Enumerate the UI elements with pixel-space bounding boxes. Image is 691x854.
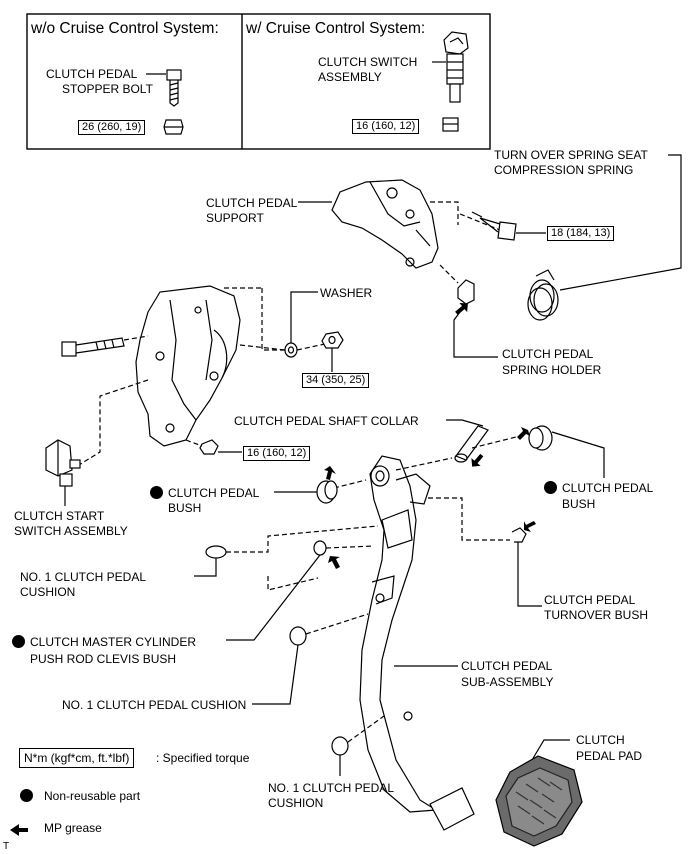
label-bush-left-1: CLUTCH PEDAL [168,486,260,500]
label-pedal-support-1: CLUTCH PEDAL [206,196,298,210]
legend-non-reusable: Non-reusable part [44,789,141,803]
label-pedal-support-2: SUPPORT [206,211,264,225]
torque-bracket-nut: 16 (160, 12) [243,446,311,461]
label-cushion-top-1: NO. 1 CLUTCH PEDAL [20,570,147,584]
grease-arrow-turnover [524,521,536,532]
label-cushion-bottom-1: NO. 1 CLUTCH PEDAL [268,781,395,795]
support-bolt-drawing [471,211,517,241]
pedal-support-drawing [331,179,439,269]
clutch-switch-drawing [442,31,469,132]
label-bush-left-2: BUSH [168,501,202,515]
grease-arrow-clevis [328,556,340,569]
turnover-bush-drawing [511,527,527,543]
label-stopper-bolt-1: CLUTCH PEDAL [46,67,138,81]
grease-arrow-bush-left [324,466,336,480]
variant-box-frame [26,13,491,150]
pedal-pad-drawing [495,755,583,847]
label-spring-holder-1: CLUTCH PEDAL [502,347,594,361]
label-pedal-pad-1: CLUTCH [576,733,625,747]
label-clutch-switch-1: CLUTCH SWITCH [318,55,418,69]
bracket-nut-drawing [199,439,219,455]
label-turnover-bush-2: TURNOVER BUSH [544,608,649,622]
torque-stopper-bolt: 26 (260, 19) [78,120,146,135]
grease-arrow-collar [471,453,484,467]
long-bolt-drawing [61,337,125,357]
stopper-bolt-drawing [163,69,184,135]
label-turnover-spring-2: COMPRESSION SPRING [494,163,634,177]
turnover-spring-drawing [527,269,559,321]
grease-arrow-legend [10,824,28,836]
bush-left-drawing [316,480,338,504]
label-clevis-bush-2: PUSH ROD CLEVIS BUSH [30,652,177,666]
label-cushion-bottom-2: CUSHION [268,796,324,810]
label-start-switch-1: CLUTCH START [14,509,105,523]
header-without-cruise: w/o Cruise Control System: [31,20,219,37]
torque-washer-nut: 34 (350, 25) [302,373,370,388]
label-start-switch-2: SWITCH ASSEMBLY [14,524,128,538]
label-washer: WASHER [320,286,373,300]
label-turnover-spring-1: TURN OVER SPRING SEAT [494,148,648,162]
corner-mark: T [3,841,10,852]
start-switch-drawing [45,439,81,487]
legend-non-reusable-dot [20,789,33,802]
washer-nut-drawing [321,331,344,349]
label-stopper-bolt-2: STOPPER BOLT [62,82,153,96]
label-pedal-pad-2: PEDAL PAD [576,749,643,763]
non-reusable-dot-bush-right [544,481,557,494]
non-reusable-dot-bush-left [150,486,163,499]
torque-clutch-switch: 16 (160, 12) [352,119,420,134]
header-with-cruise: w/ Cruise Control System: [246,20,426,37]
mounting-bracket-drawing [135,285,241,447]
label-cushion-mid: NO. 1 CLUTCH PEDAL CUSHION [62,698,247,712]
clutch-pedal-drawing [359,455,475,831]
non-reusable-dot-clevis [12,635,25,648]
legend-mp-grease: MP grease [44,821,102,835]
label-cushion-top-2: CUSHION [20,585,76,599]
legend-torque-unit: N*m (kgf*cm, ft.*lbf) [19,748,135,768]
legend-torque-desc: : Specified torque [156,751,250,765]
label-turnover-bush-1: CLUTCH PEDAL [544,593,636,607]
label-clutch-switch-2: ASSEMBLY [318,70,382,84]
label-sub-assembly-1: CLUTCH PEDAL [461,659,553,673]
torque-support-bolt: 18 (184, 13) [547,226,615,241]
grease-arrow-spring-holder [455,302,468,315]
label-bush-right-2: BUSH [562,497,596,511]
label-sub-assembly-2: SUB-ASSEMBLY [461,675,554,689]
shaft-collar-drawing [454,425,489,463]
label-clevis-bush-1: CLUTCH MASTER CYLINDER [30,635,197,649]
label-spring-holder-2: SPRING HOLDER [502,363,602,377]
label-shaft-collar: CLUTCH PEDAL SHAFT COLLAR [234,414,419,428]
label-bush-right-1: CLUTCH PEDAL [562,481,654,495]
spring-holder-drawing [457,279,475,305]
bush-right-drawing [528,425,553,451]
grease-arrow-bush-right [517,427,530,440]
